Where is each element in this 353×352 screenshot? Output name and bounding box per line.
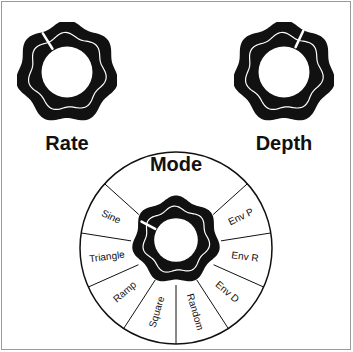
knob-label: Rate xyxy=(17,132,117,155)
knob-pointer xyxy=(43,33,53,48)
dial-graphic xyxy=(79,151,273,345)
dial-outline xyxy=(80,152,272,344)
knob-cap xyxy=(154,218,198,262)
knob-pointer xyxy=(296,31,304,47)
knob-pointer xyxy=(142,222,156,229)
segment-divider xyxy=(81,233,131,241)
knob-label: Depth xyxy=(234,132,334,155)
knob-ridge xyxy=(143,206,210,272)
control-knob: Depth xyxy=(234,22,334,155)
knob-ridge xyxy=(246,32,324,109)
knob-cap xyxy=(259,47,310,98)
segment-divider xyxy=(176,285,177,344)
knob-cap xyxy=(42,47,93,98)
control-knob: Rate xyxy=(17,22,117,155)
mode-label: Mode xyxy=(79,153,273,176)
panel-outline xyxy=(2,2,351,350)
knob-graphic xyxy=(17,22,117,122)
knob-body xyxy=(17,22,117,120)
mode-selector: ModeSineTriangleRampSquareRandomEnv DEnv… xyxy=(79,151,273,345)
segment-divider xyxy=(221,233,271,241)
knob-ridge xyxy=(29,32,107,109)
knob-graphic xyxy=(234,22,334,122)
knob-body xyxy=(132,195,219,281)
knob-body xyxy=(234,22,334,120)
